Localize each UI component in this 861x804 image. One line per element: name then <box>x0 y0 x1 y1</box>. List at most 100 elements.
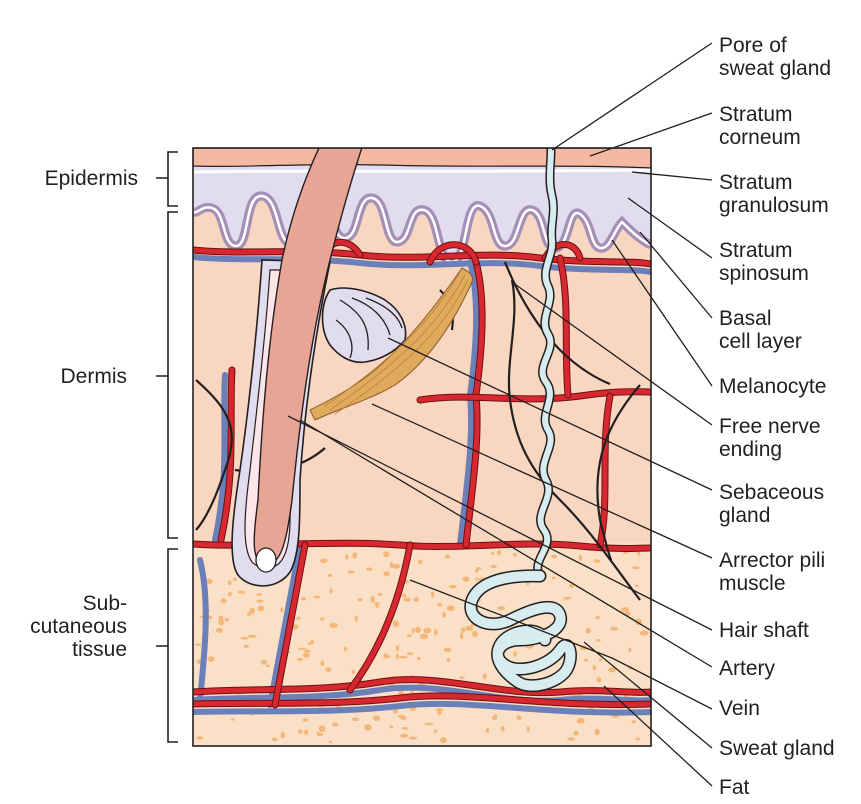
fat-cell <box>196 736 203 739</box>
fat-cell <box>577 718 585 724</box>
subcutaneous-bracket <box>156 549 178 742</box>
fat-cell <box>352 552 357 558</box>
fat-cell <box>584 659 589 662</box>
epidermis-bracket <box>156 152 178 206</box>
fat-cell <box>318 733 324 736</box>
fat-cell <box>231 718 234 721</box>
fat-cell <box>238 591 246 594</box>
fat-cell <box>497 550 501 555</box>
fat-cell <box>475 569 479 573</box>
stratum-granulosum <box>193 170 651 172</box>
label-line: Dermis <box>61 365 128 388</box>
fat-cell <box>280 607 283 612</box>
label-artery: Artery <box>719 657 776 680</box>
fat-cell <box>593 559 600 562</box>
fat-cell <box>233 577 237 581</box>
fat-cell <box>398 715 404 718</box>
fat-cell <box>466 626 474 631</box>
fat-cell <box>399 656 407 659</box>
fat-cell <box>304 650 310 653</box>
fat-cell <box>599 658 603 661</box>
fat-cell <box>304 730 308 736</box>
label-arrector-pili-muscle: Arrector pilimuscle <box>719 549 825 595</box>
fat-cell <box>437 710 442 715</box>
label-line: Pore of <box>719 34 787 57</box>
label-line: tissue <box>72 638 127 661</box>
fat-cell <box>319 726 326 733</box>
fat-cell <box>595 729 600 736</box>
fat-cell <box>373 715 380 721</box>
fat-cell <box>320 617 325 620</box>
label-line: Vein <box>719 697 760 720</box>
hair-bulb <box>256 548 276 572</box>
stratum-corneum <box>193 148 651 168</box>
fat-cell <box>374 602 381 604</box>
fat-cell <box>330 623 338 628</box>
label-melanocyte: Melanocyte <box>719 375 826 398</box>
label-line: corneum <box>719 126 801 149</box>
fat-cell <box>447 658 451 662</box>
fat-cell <box>586 628 591 634</box>
label-fat: Fat <box>719 776 750 799</box>
fat-cell <box>552 577 556 579</box>
fat-cell <box>486 728 490 733</box>
fat-cell <box>621 607 629 612</box>
label-line: Sub- <box>83 592 127 615</box>
fat-cell <box>412 628 415 634</box>
fat-cell <box>370 596 375 602</box>
fat-cell <box>256 600 263 603</box>
fat-cell <box>400 734 408 738</box>
fat-cell <box>596 639 601 642</box>
label-line: Free nerve <box>719 415 821 438</box>
fat-cell <box>301 597 306 601</box>
fat-cell <box>415 627 421 634</box>
label-basal-cell-layer: Basalcell layer <box>719 307 802 353</box>
fat-cell <box>266 664 270 667</box>
label-line: muscle <box>719 572 786 595</box>
fat-cell <box>409 737 417 740</box>
fat-cell <box>635 585 639 587</box>
fat-cell <box>463 576 470 582</box>
fat-cell <box>296 617 300 621</box>
fat-cell <box>440 737 447 743</box>
label-line: sweat gland <box>719 57 831 80</box>
dermis-bracket <box>156 212 178 538</box>
fat-cell <box>434 729 438 733</box>
fat-cell <box>431 591 435 597</box>
fat-cell <box>258 606 265 612</box>
fat-cell <box>298 729 303 733</box>
fat-cell <box>208 656 215 661</box>
fat-cell <box>221 598 227 603</box>
fat-cell <box>383 571 389 576</box>
fat-cell <box>364 724 372 730</box>
label-line: Epidermis <box>45 167 138 190</box>
fat-cell <box>628 648 631 652</box>
fat-cell <box>195 643 201 645</box>
fat-cell <box>352 718 359 722</box>
fat-cell <box>347 570 354 573</box>
fat-cell <box>243 645 249 648</box>
fat-cell <box>390 562 394 568</box>
fat-cell <box>483 674 487 680</box>
fat-cell <box>325 667 331 672</box>
label-stratum-corneum: Stratumcorneum <box>719 103 801 149</box>
fat-cell <box>393 709 399 713</box>
fat-cell <box>297 658 304 661</box>
label-line: cutaneous <box>30 615 127 638</box>
label-hair-shaft: Hair shaft <box>719 619 809 642</box>
fat-cell <box>640 631 649 636</box>
label-line: granulosum <box>719 194 829 217</box>
fat-cell <box>313 596 320 599</box>
fat-cell <box>329 740 332 743</box>
fat-cell <box>461 627 466 633</box>
fat-cell <box>472 631 478 637</box>
fat-cell <box>449 585 457 589</box>
fat-cell <box>414 597 419 602</box>
fat-cell <box>403 598 411 602</box>
fat-cell <box>445 555 450 559</box>
fat-cell <box>366 568 372 571</box>
label-line: Fat <box>719 776 750 799</box>
